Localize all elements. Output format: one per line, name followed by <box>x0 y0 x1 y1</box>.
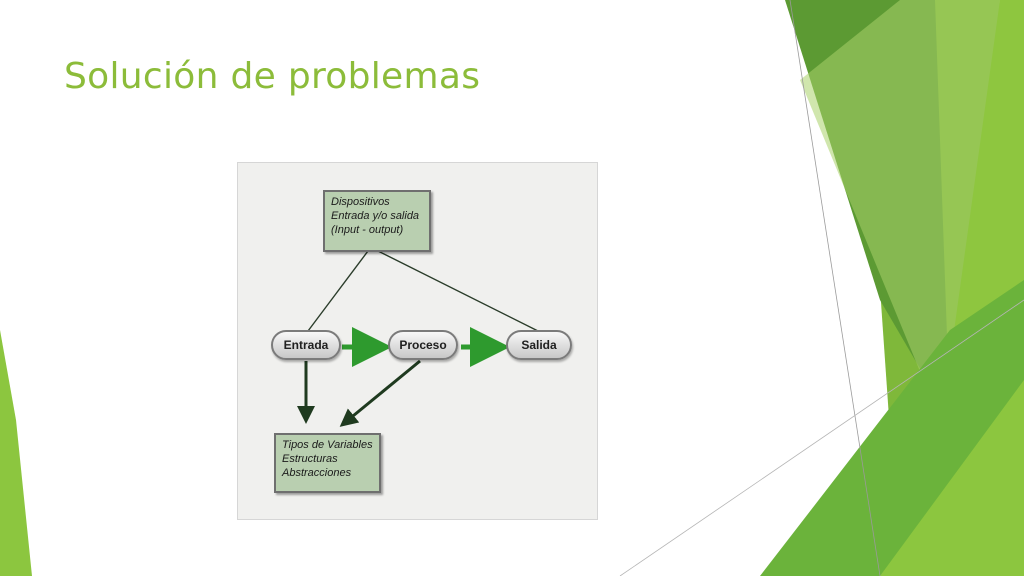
variables-box-line-3: Abstracciones <box>282 467 352 479</box>
devices-box-line-3: (Input - output) <box>331 224 404 236</box>
variables-box: Tipos de Variables Estructuras Abstracci… <box>274 433 381 493</box>
deco-thin-line-2 <box>619 299 1024 576</box>
devices-box: Dispositivos Entrada y/o salida (Input -… <box>323 190 431 252</box>
node-proceso: Proceso <box>388 330 458 360</box>
node-entrada: Entrada <box>271 330 341 360</box>
connector-top-to-entrada <box>307 250 369 332</box>
flow-diagram: Dispositivos Entrada y/o salida (Input -… <box>237 162 598 520</box>
connector-top-to-salida <box>377 250 539 332</box>
arrow-proceso-to-bottom <box>339 359 421 427</box>
deco-thin-line-1 <box>789 0 881 576</box>
deco-shape-lower-bright <box>880 380 1024 576</box>
devices-box-line-1: Dispositivos <box>331 196 390 208</box>
node-salida: Salida <box>506 330 572 360</box>
diagram-connectors <box>297 250 539 427</box>
slide-title: Solución de problemas <box>64 56 481 97</box>
devices-box-line-2: Entrada y/o salida <box>331 210 420 222</box>
deco-left-sliver <box>0 330 32 576</box>
variables-box-line-1: Tipos de Variables <box>282 439 373 451</box>
variables-box-line-2: Estructuras <box>282 453 338 465</box>
